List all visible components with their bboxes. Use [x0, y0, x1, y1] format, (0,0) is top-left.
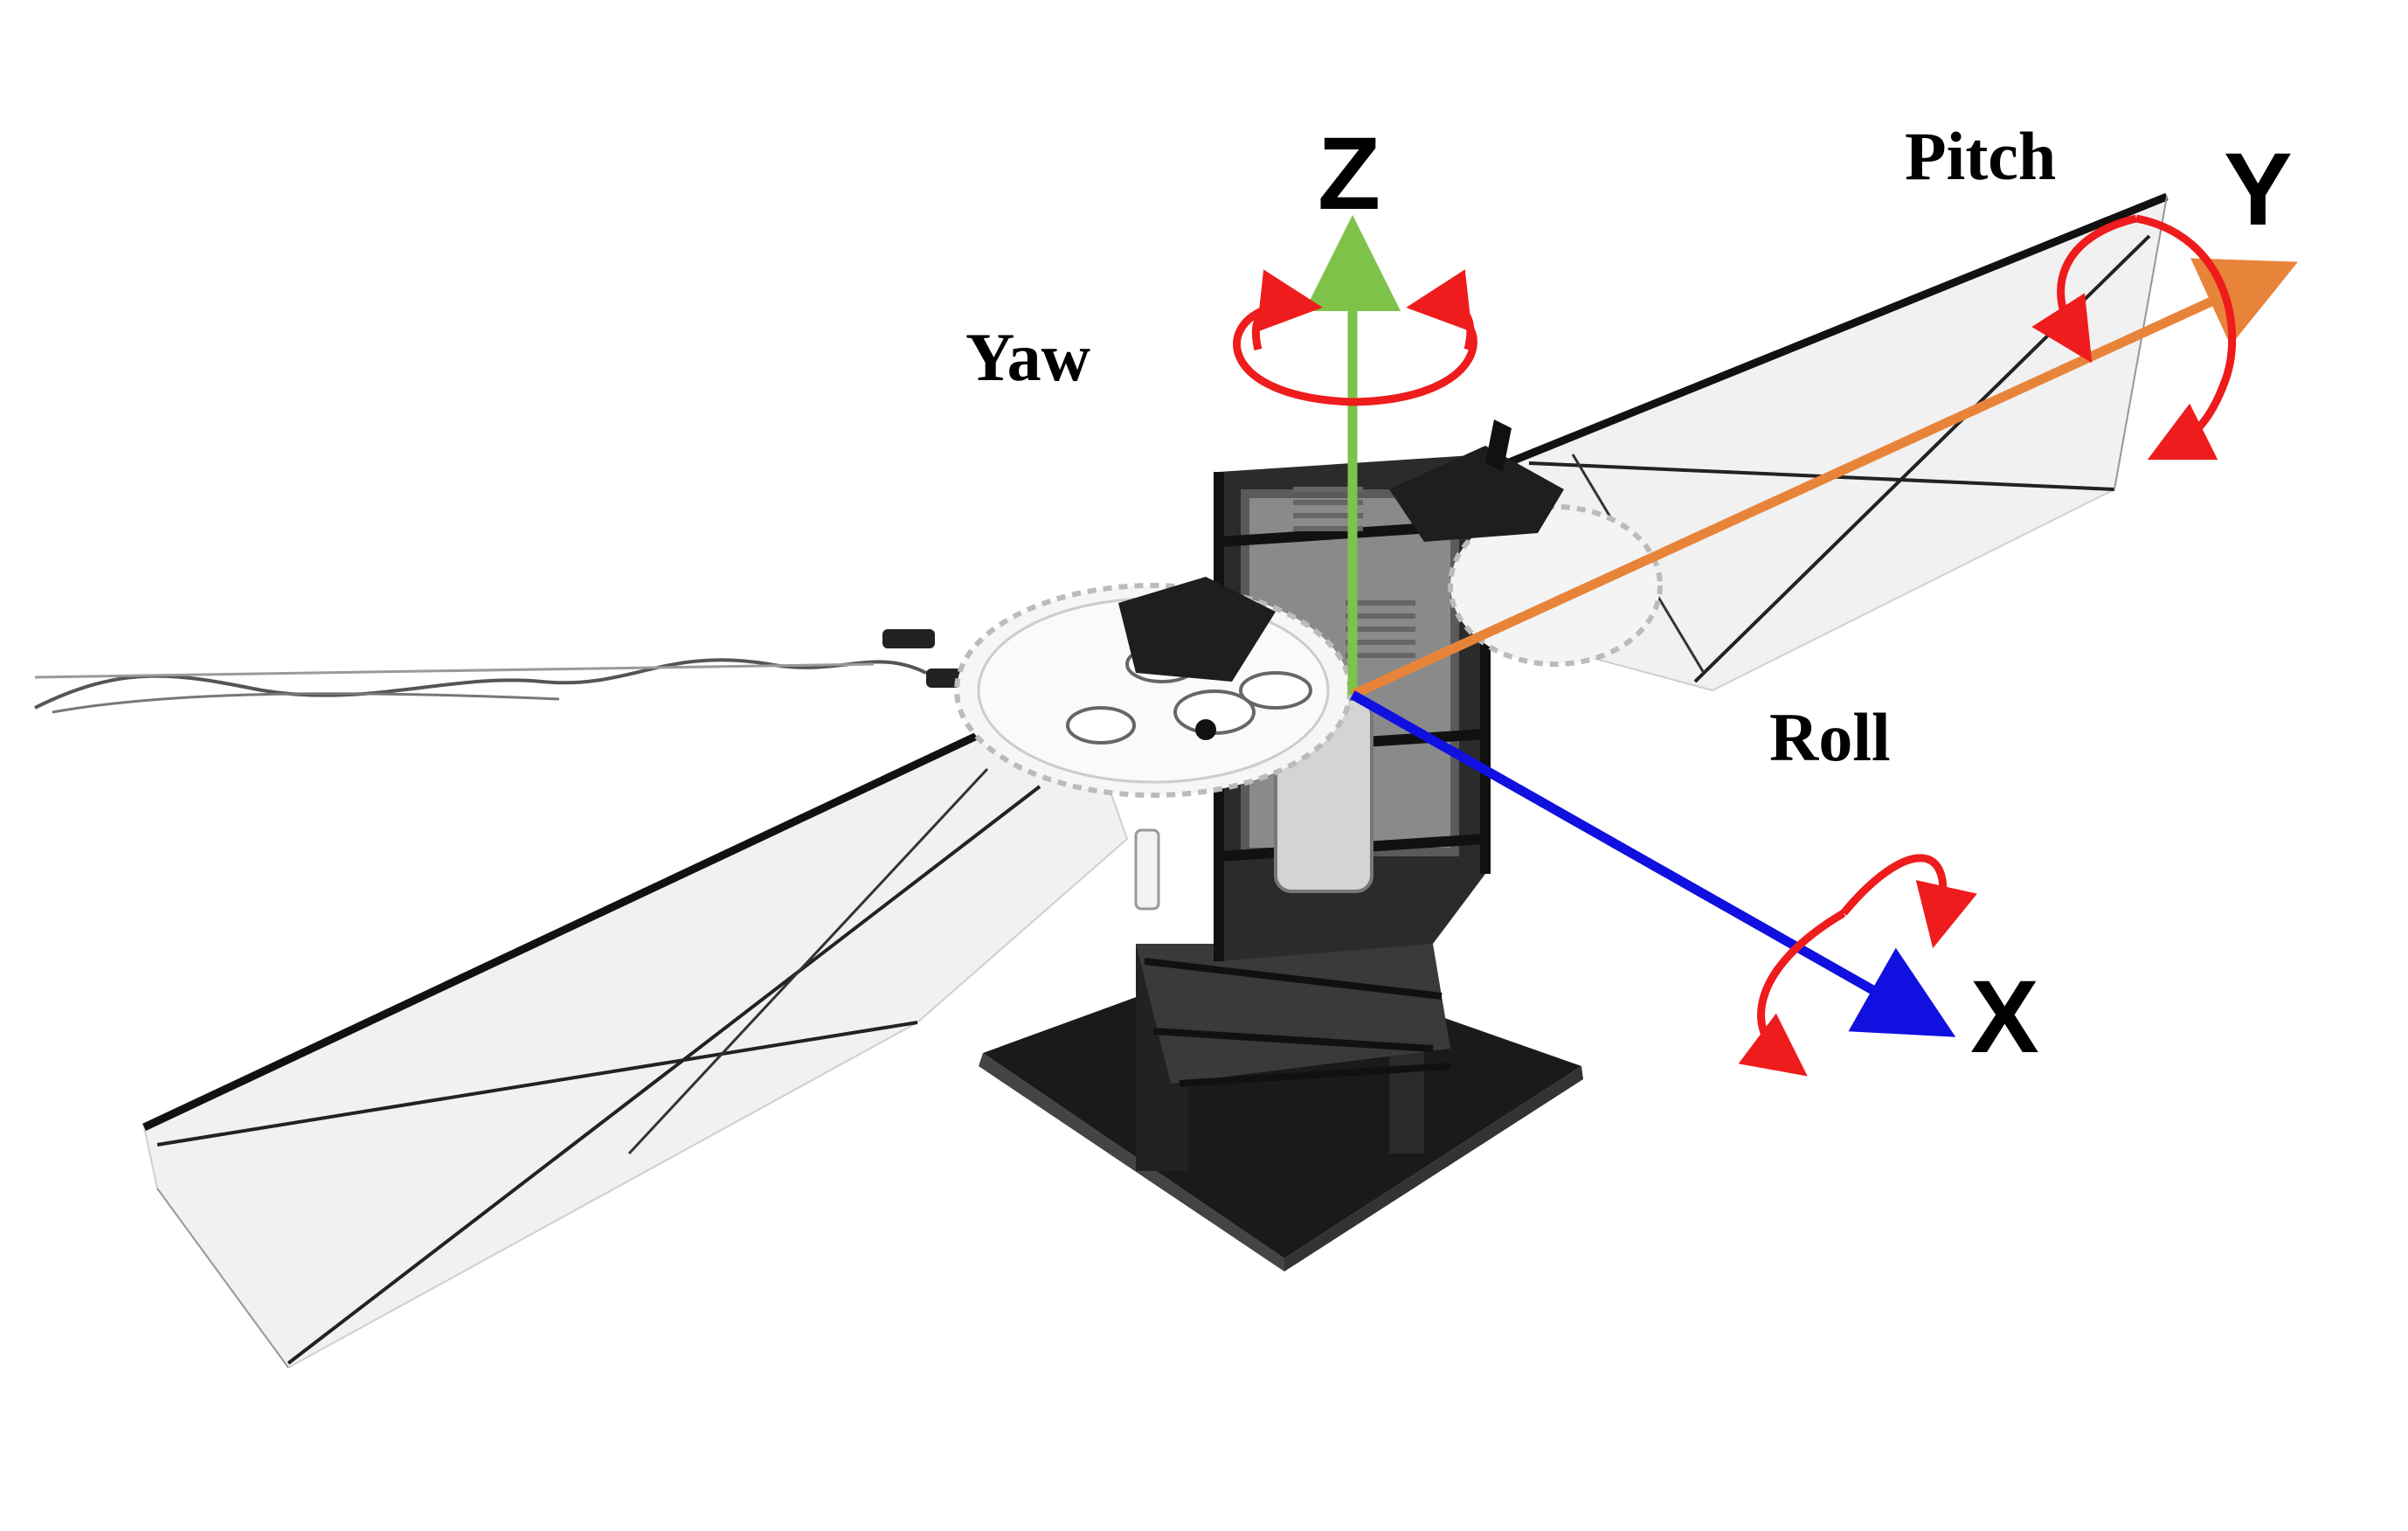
- y-axis-label: Y: [2224, 132, 2293, 247]
- base-plate-edge: [1284, 1066, 1583, 1271]
- left-wing-spar: [142, 677, 1094, 1132]
- tether-wire: [34, 662, 875, 679]
- pitch-rotation-arrow: [2031, 214, 2237, 461]
- left-wing-rib: [287, 785, 1041, 1365]
- left-wing-edge: [156, 1188, 289, 1368]
- z-axis-label: Z: [1318, 116, 1381, 232]
- circuit-board: [1118, 577, 1276, 682]
- y-axis-arrow: [1350, 258, 2299, 700]
- x-axis-label: X: [1970, 959, 2039, 1075]
- yaw-rotation-arrow: [1233, 269, 1477, 406]
- x-axis-arrow: [1350, 690, 1956, 1037]
- tether-wire: [34, 658, 927, 710]
- robot-photo: [34, 192, 2169, 1369]
- lower-frame: [1136, 944, 1450, 1084]
- base-plate-edge: [979, 1053, 1284, 1271]
- crank: [1134, 828, 1160, 911]
- connector: [882, 629, 935, 648]
- connector: [1485, 419, 1512, 472]
- roll-label: Roll: [1769, 699, 1891, 775]
- left-wing-rib: [627, 767, 989, 1155]
- pitch-label: Pitch: [1905, 118, 2057, 194]
- tether-wire: [52, 692, 560, 714]
- right-wing-spar: [1484, 192, 2169, 476]
- left-wing-membrane: [142, 689, 1129, 1369]
- yaw-label: Yaw: [965, 319, 1091, 395]
- left-wing-rib: [156, 1021, 918, 1147]
- axes: [1304, 215, 2299, 1037]
- roll-rotation-arrow: [1738, 854, 1977, 1077]
- frame-brace: [1144, 958, 1451, 1087]
- circuit-board: [1389, 446, 1564, 542]
- springs: [1293, 487, 1415, 658]
- right-wing-edge: [2114, 196, 2168, 490]
